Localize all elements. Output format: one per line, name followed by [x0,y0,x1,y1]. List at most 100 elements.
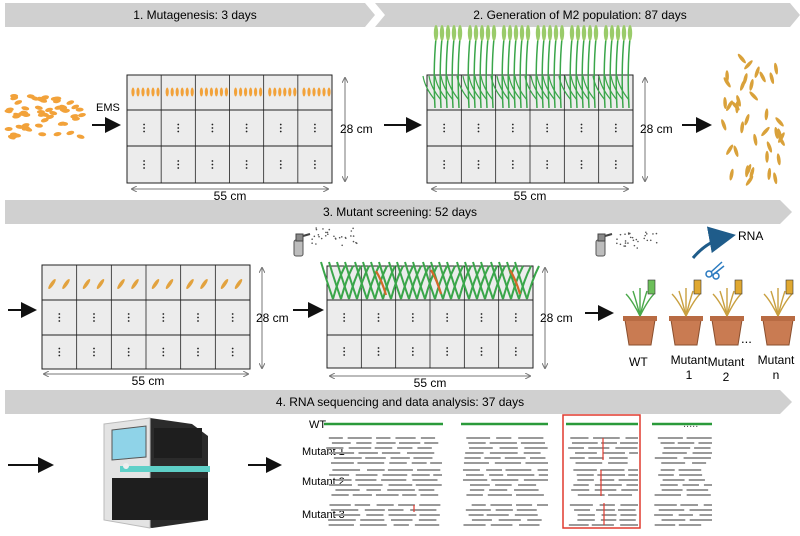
wheat-leaf [524,75,538,101]
mist-dot [655,241,658,244]
mist-dot [616,242,618,245]
wheat-leaf [422,75,436,101]
tray2-height-label: 28 cm [640,122,673,136]
cell-dots [245,167,248,169]
cell-dots [58,347,61,350]
wheat-stem [615,37,619,109]
mist-dot [624,245,627,247]
cell-dots [58,320,61,322]
seedling-leaf [472,261,486,300]
wheat-ear [547,25,553,41]
wheat-ear [451,25,457,41]
cell-dots [177,130,180,133]
sown-seed [249,87,253,97]
cell-dots [514,313,517,315]
pot-label-mutantn: Mutant [758,353,795,367]
banner-step2-text: 2. Generation of M2 population: 87 days [473,8,686,22]
cell-dots [177,127,180,129]
cell-dots [480,320,483,322]
wheat-stem [479,37,483,109]
wheat-stem [519,37,523,109]
reads-label-mutant2: Mutant 2 [302,476,345,488]
grain [773,172,778,185]
cell-dots [127,313,130,315]
mist-dot [629,236,632,239]
mist-dot [338,236,341,239]
cell-dots [197,313,199,315]
seed [76,134,85,139]
cell-dots [511,123,514,126]
sown-seed [322,87,326,97]
mist-dot [325,231,327,234]
cell-dots [314,130,316,133]
wheat-ear [491,25,497,41]
pot [670,319,702,346]
wheat-stem [559,37,563,109]
read-alignments [326,437,712,526]
mist-dot [318,235,320,238]
wheat-ear [559,25,565,41]
seedling-leaf [502,265,516,300]
wheat-stem [581,37,585,109]
cell-dots [93,313,95,315]
seedling-leaf [476,265,490,300]
cell-dots [580,163,583,166]
grain [723,77,731,88]
cell-dots [127,320,130,322]
seedling-leaf [464,261,478,300]
wheat-ear [501,25,507,41]
sown-seed [268,87,272,97]
pot-plant [632,290,641,317]
cell-dots [377,354,380,356]
rna-label: RNA [738,229,763,243]
wheat-ear [627,25,633,41]
wheat-stem [627,37,631,109]
mist-dot [328,228,331,231]
sown-seed [170,87,174,97]
sown-seed [273,87,277,97]
cell-dots [211,160,214,162]
leaf-sample [785,279,794,295]
grain [733,145,739,157]
cell-dots [511,130,514,133]
sown-seed [204,87,208,97]
mist-dot [631,236,634,239]
wheat-leaf [610,75,624,101]
mist-dot [352,235,355,237]
sprayer-icon-2 [595,233,613,257]
mist-dot [341,244,343,247]
cell-dots [546,127,549,129]
screen-seed [117,278,125,290]
wheat-ear [593,25,599,41]
pot-plant [678,290,687,317]
wheat-stem [457,37,461,109]
pot [624,319,656,346]
wheat-leaf [462,75,476,101]
banner-step3-text: 3. Mutant screening: 52 days [323,205,477,219]
cell-dots [377,350,380,353]
wheat-ear [457,25,463,41]
mist-dot [320,237,323,240]
wheat-leaf [530,75,544,101]
cell-dots [443,167,446,169]
screen-seed [62,278,70,290]
sown-seed [288,87,292,97]
mutant-seedling [375,270,388,296]
wheat-ear [553,25,559,41]
cell-dots [546,167,549,169]
grain [749,78,754,91]
cell-dots [245,127,248,129]
seed [26,94,35,99]
mist-dot [350,230,353,232]
wheat-ear [433,25,439,41]
grain [736,95,741,107]
seed [24,127,33,132]
cell-dots [614,160,617,162]
screen-seed [96,278,105,290]
grain [769,72,775,85]
cell-dots [580,127,583,129]
seedling-leaf [388,261,402,300]
sown-seed [190,87,194,97]
wheat-ear [439,25,445,41]
